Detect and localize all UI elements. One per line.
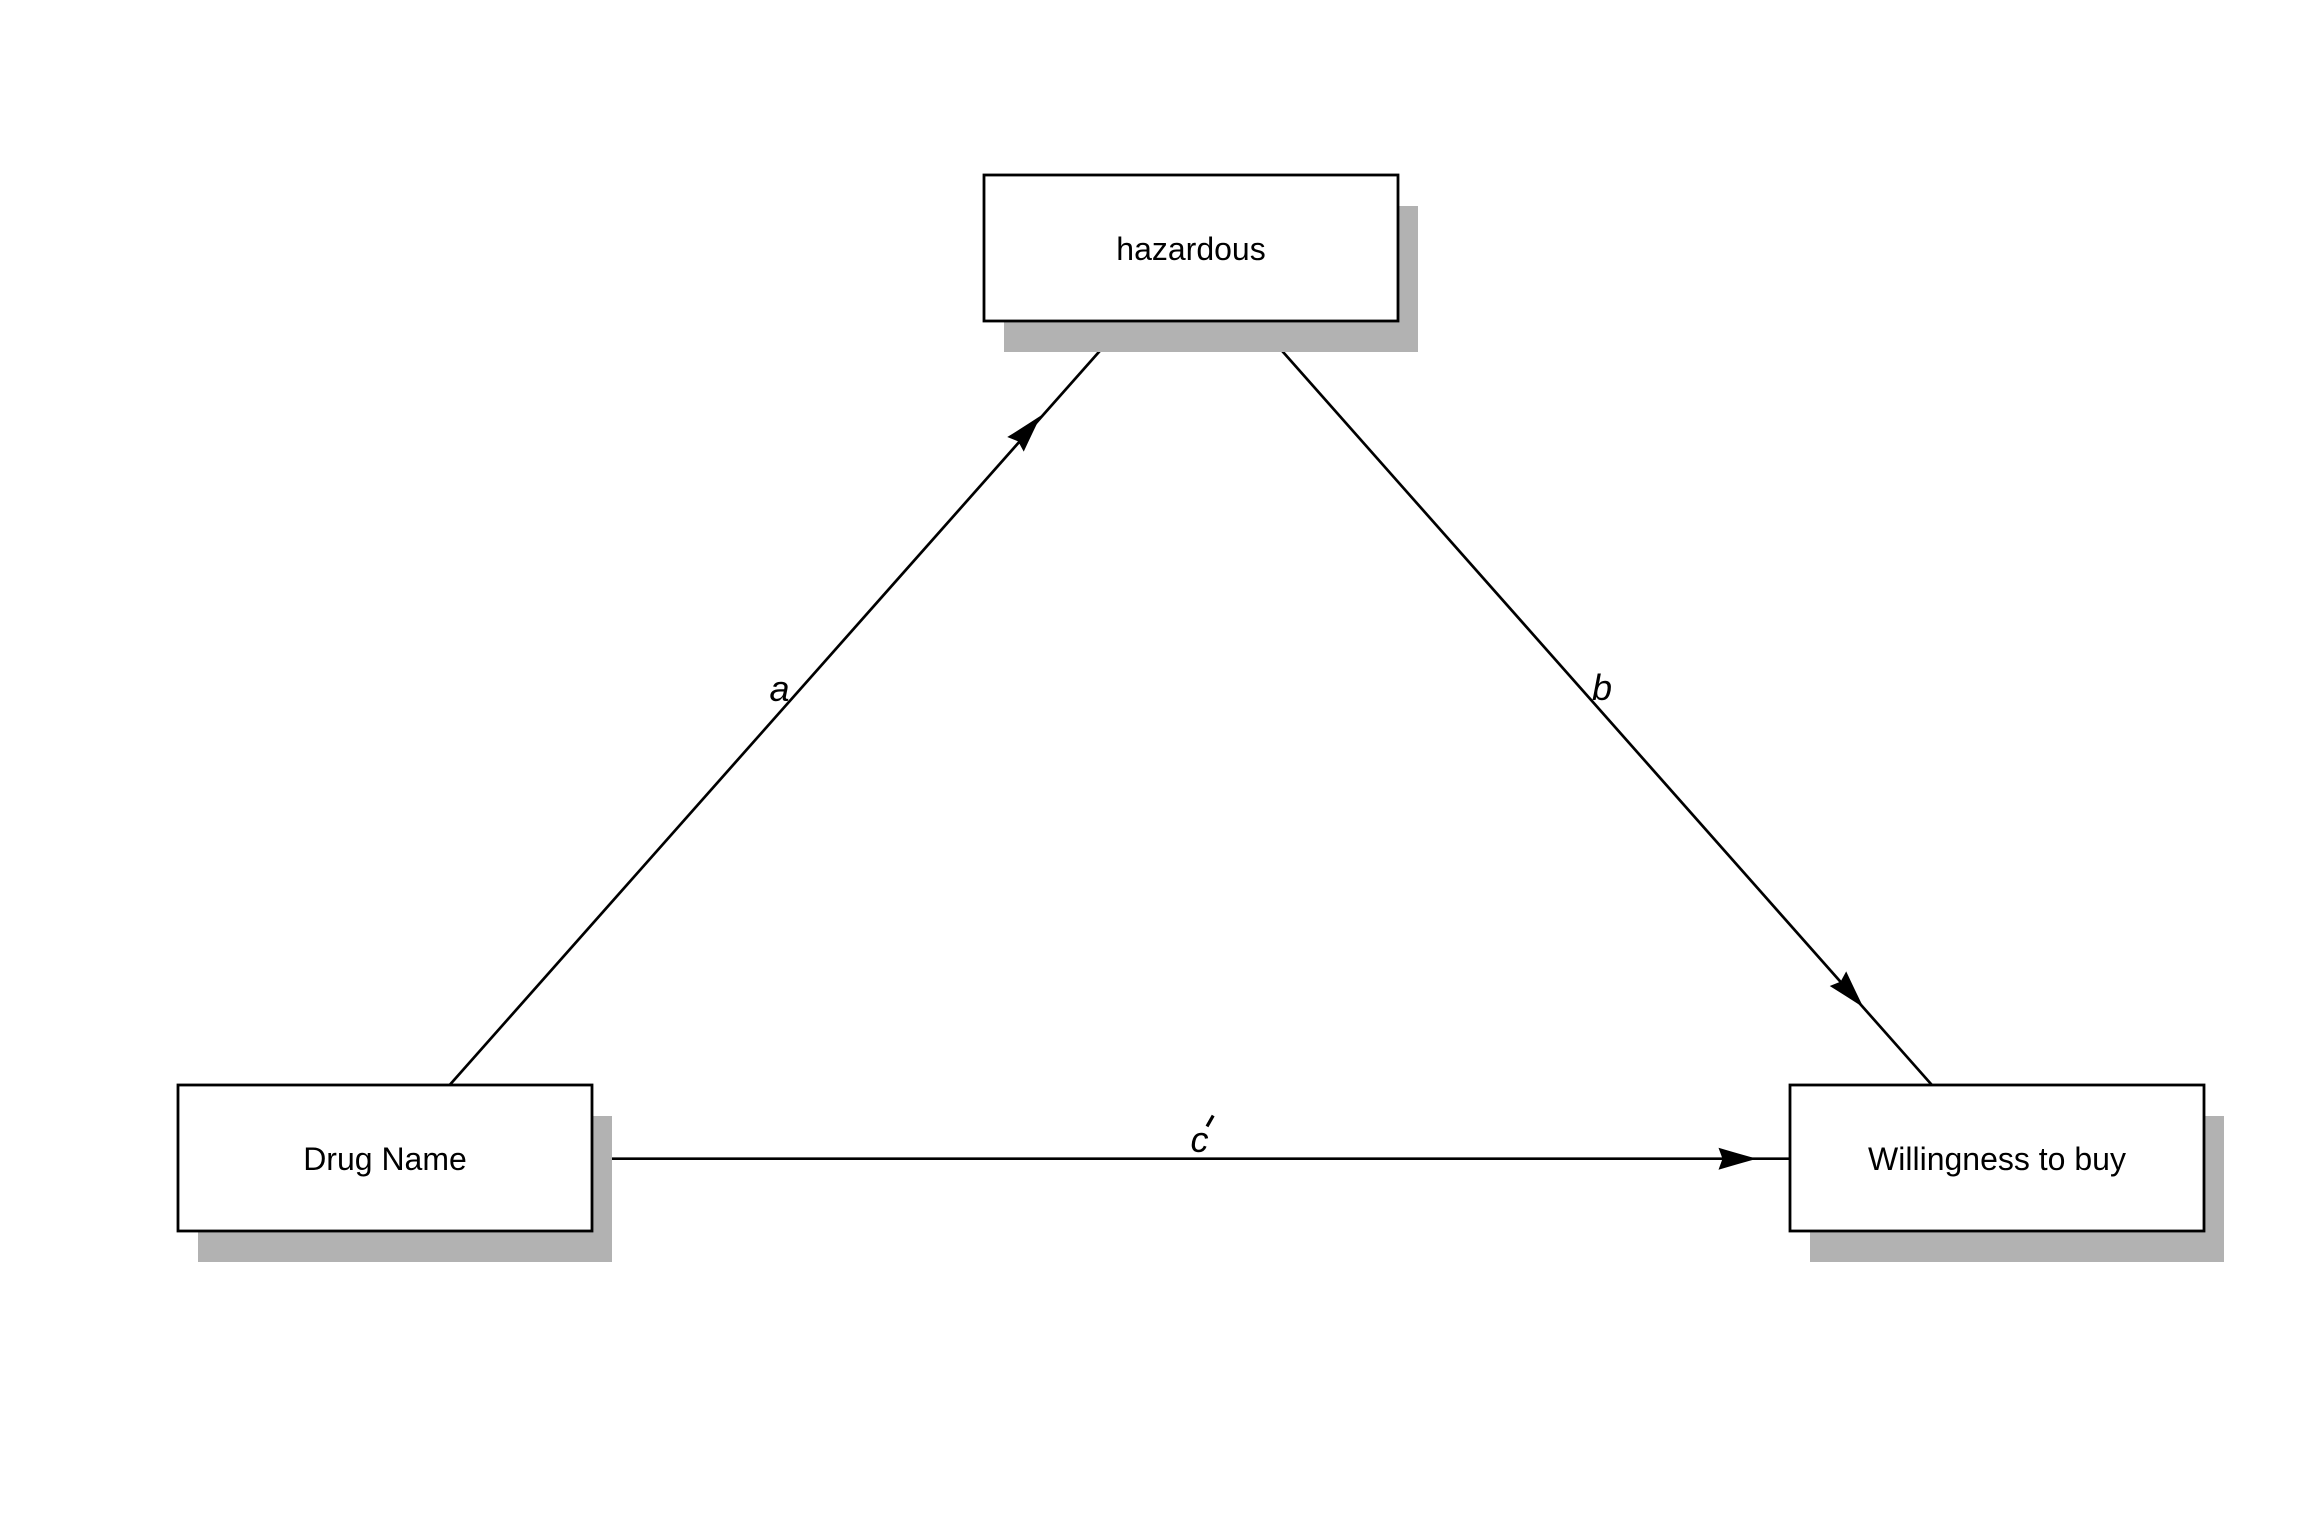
svg-text:Willingness to buy: Willingness to buy [1868, 1141, 2126, 1177]
svg-text:Drug Name: Drug Name [303, 1141, 467, 1177]
svg-text:c: c [1191, 1119, 1209, 1160]
svg-text:a: a [769, 668, 789, 709]
svg-text:hazardous: hazardous [1116, 231, 1265, 267]
svg-text:b: b [1592, 667, 1612, 708]
